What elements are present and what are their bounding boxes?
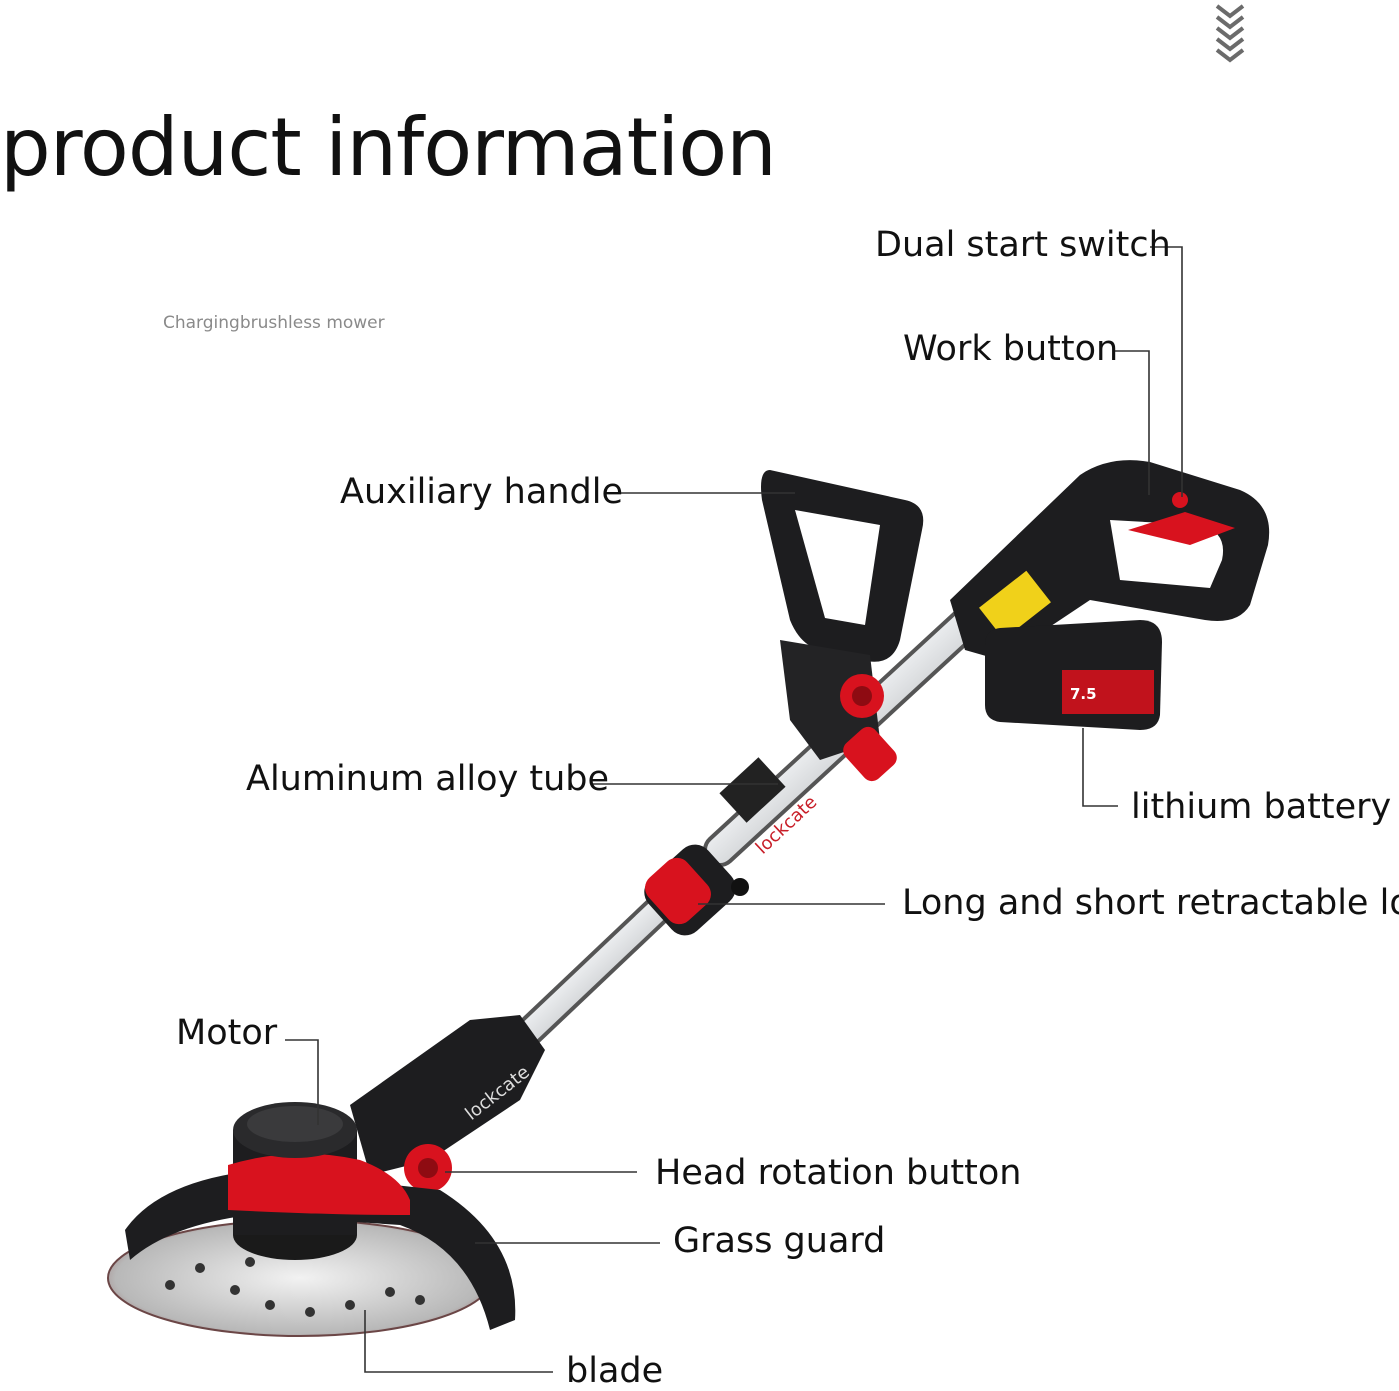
page-title: product information bbox=[0, 101, 777, 194]
callout-motor: Motor bbox=[176, 1013, 278, 1053]
blade-part bbox=[107, 1219, 493, 1337]
battery-pack-part: 7.5 bbox=[985, 620, 1162, 730]
chevrons-down-icon[interactable] bbox=[1212, 2, 1248, 66]
callout-dual-start-switch: Dual start switch bbox=[875, 225, 1171, 265]
battery-capacity-badge: 7.5 bbox=[1070, 685, 1097, 703]
callout-grass-guard: Grass guard bbox=[673, 1221, 886, 1261]
callout-work-button: Work button bbox=[903, 329, 1119, 369]
motor-part bbox=[228, 1102, 410, 1260]
callout-auxiliary-handle: Auxiliary handle bbox=[340, 472, 623, 512]
leader-lines bbox=[285, 246, 1183, 1373]
retractable-lock-part bbox=[644, 844, 749, 936]
callout-aluminum-alloy-tube: Aluminum alloy tube bbox=[246, 759, 610, 799]
callout-retractable-lock: Long and short retractable lock bbox=[902, 883, 1399, 923]
page-subtitle: Chargingbrushless mower bbox=[163, 313, 385, 333]
callout-lithium-battery: lithium battery bbox=[1131, 787, 1392, 827]
aluminum-tube: lockcate bbox=[495, 598, 992, 1065]
motor-neck-part: lockcate bbox=[350, 1015, 545, 1192]
grass-guard-part bbox=[125, 1170, 516, 1330]
callout-head-rotation-button: Head rotation button bbox=[655, 1153, 1022, 1193]
callout-blade: blade bbox=[566, 1351, 664, 1391]
rear-handle-part bbox=[950, 460, 1270, 660]
auxiliary-handle-part bbox=[761, 470, 924, 782]
